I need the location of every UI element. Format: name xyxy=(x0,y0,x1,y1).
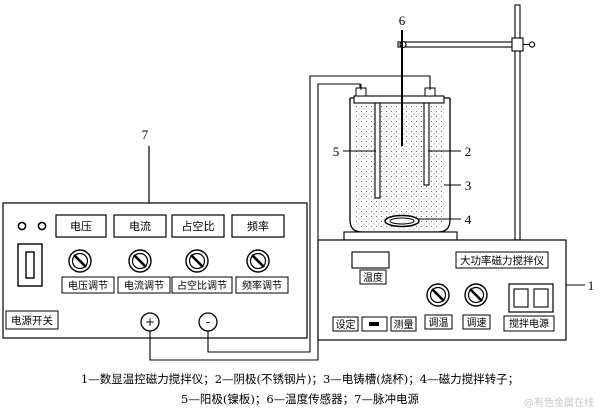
current-button-label: 电流 xyxy=(129,219,151,233)
electroforming-beaker xyxy=(349,30,451,233)
power-toggle-lever xyxy=(25,251,35,279)
label-2: 2 xyxy=(465,144,472,159)
temperature-display xyxy=(351,251,390,269)
duty-cycle-knob[interactable] xyxy=(185,249,209,273)
pulse-power-supply: 电压 电流 占空比 频率 电压调节 电流调 xyxy=(2,202,308,339)
stirrer-title-box xyxy=(455,251,549,269)
label-5: 5 xyxy=(333,144,340,159)
frequency-adjust-label-box xyxy=(235,276,289,294)
stirrer-title: 大功率磁力搅拌仪 xyxy=(460,254,544,267)
label-7: 7 xyxy=(142,127,149,142)
measure-button[interactable] xyxy=(390,316,417,332)
voltage-button-label: 电压 xyxy=(70,220,92,233)
current-knob[interactable] xyxy=(128,249,152,273)
frequency-button[interactable] xyxy=(231,214,285,238)
duty-cycle-adjust-label-box xyxy=(171,276,233,294)
solution xyxy=(356,106,444,230)
beaker-lid xyxy=(353,95,445,104)
frequency-button-label: 频率 xyxy=(247,219,269,233)
temp-adjust-label: 调温 xyxy=(429,317,449,329)
speed-knob[interactable] xyxy=(464,283,488,307)
indicator-light-2 xyxy=(37,221,47,231)
duty-cycle-button[interactable] xyxy=(171,214,225,238)
temperature-label: 温度 xyxy=(363,271,383,284)
wiring xyxy=(149,75,431,361)
voltage-knob[interactable] xyxy=(68,249,92,273)
duty-cycle-button-label: 占空比 xyxy=(182,219,215,233)
temperature-knob[interactable] xyxy=(426,283,450,307)
measure-label: 测量 xyxy=(394,318,414,331)
stir-power-label: 搅拌电源 xyxy=(509,317,549,330)
speed-adjust-label-box xyxy=(462,314,491,330)
label-1: 1 xyxy=(588,278,595,293)
watermark: @有色金属在线 xyxy=(524,398,594,409)
temperature-label-box xyxy=(359,269,387,285)
set-button[interactable] xyxy=(332,316,359,332)
label-3: 3 xyxy=(465,178,472,193)
voltage-adjust-label-box xyxy=(61,276,115,294)
caption-line-2: 5—阳极(镍板)；6—温度传感器；7—脉冲电源 xyxy=(181,392,419,406)
magnetic-stirrer: 大功率磁力搅拌仪 温度 设定 测量 调温 调速 搅拌电源 xyxy=(317,239,567,341)
current-adjust-label: 电流调节 xyxy=(124,279,164,292)
voltage-button[interactable] xyxy=(55,214,107,238)
frequency-adjust-label: 频率调节 xyxy=(242,279,282,292)
current-adjust-label-box xyxy=(117,276,171,294)
label-4: 4 xyxy=(465,212,472,227)
speed-adjust-label: 调速 xyxy=(467,317,487,329)
power-switch-label-box[interactable] xyxy=(5,310,59,330)
voltage-adjust-label: 电压调节 xyxy=(68,279,108,292)
label-6: 6 xyxy=(399,13,406,28)
stirrer-hot-plate xyxy=(343,231,458,241)
frequency-knob[interactable] xyxy=(246,249,270,273)
temp-adjust-label-box xyxy=(424,314,453,330)
set-label: 设定 xyxy=(336,318,356,331)
cathode-plate xyxy=(423,102,430,186)
power-switch-label: 电源开关 xyxy=(11,314,53,327)
positive-terminal-sign: + xyxy=(145,315,155,329)
duty-cycle-adjust-label: 占空比调节 xyxy=(177,279,227,292)
stand-arm xyxy=(397,41,521,48)
indicator-light-1 xyxy=(17,221,27,231)
stir-power-label-box xyxy=(503,315,555,332)
current-button[interactable] xyxy=(113,214,167,238)
negative-terminal-sign: - xyxy=(206,315,210,330)
stand-clamp xyxy=(511,37,524,52)
caption-line-1: 1—数显温控磁力搅拌仪；2—阴极(不锈钢片)；3—电铸槽(烧杯)；4—磁力搅拌转… xyxy=(80,372,520,386)
